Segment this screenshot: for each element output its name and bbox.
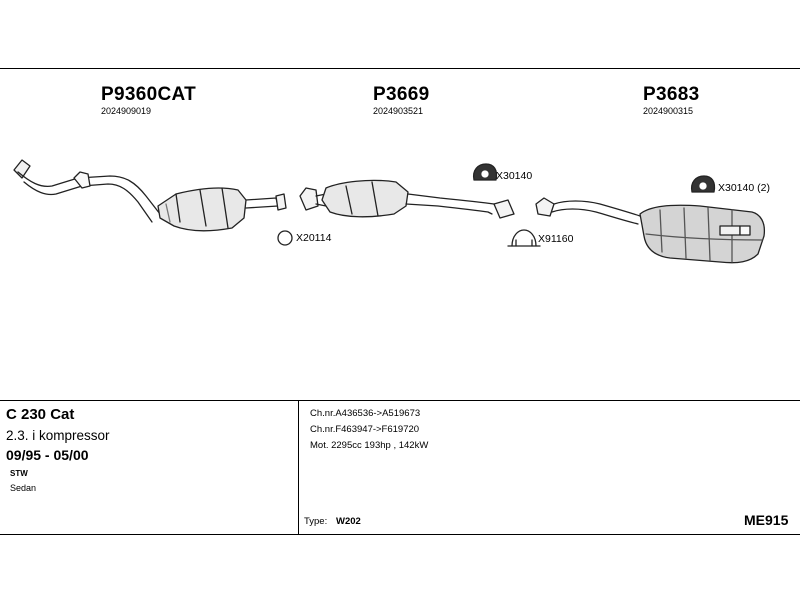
pipe-clamp-icon xyxy=(507,229,541,247)
gasket-ring-icon xyxy=(277,230,293,246)
diagram-frame xyxy=(0,68,800,535)
motor-spec: Mot. 2295cc 193hp , 142kW xyxy=(310,440,429,451)
exhaust-system-diagram xyxy=(13,159,766,264)
rear-muffler-part xyxy=(535,197,766,264)
vehicle-body-type: Sedan xyxy=(10,483,37,493)
part-code-rear: P3683 xyxy=(643,84,700,105)
front-pipe-catalyst-part xyxy=(13,159,287,232)
type-label: Type: xyxy=(304,516,328,527)
info-panel xyxy=(0,400,800,535)
accessory-label: X30140 (2) xyxy=(718,182,770,194)
part-code-front: P9360CAT xyxy=(101,84,196,105)
accessory-label: X91160 xyxy=(538,233,574,245)
part-code-middle: P3669 xyxy=(373,84,430,105)
chassis-range: Ch.nr.F463947->F619720 xyxy=(310,424,420,435)
accessory-label: X20114 xyxy=(296,232,332,244)
part-number-rear: 2024900315 xyxy=(643,106,694,116)
chassis-range: Ch.nr.A436536->A519673 xyxy=(310,408,421,419)
middle-silencer-part xyxy=(299,179,515,219)
accessory-label: X30140 xyxy=(496,170,533,182)
part-number-front: 2024909019 xyxy=(101,106,152,116)
vehicle-engine: 2.3. i kompressor xyxy=(6,428,110,443)
rubber-hanger-icon xyxy=(690,175,716,193)
rubber-hanger-icon xyxy=(472,163,498,181)
vehicle-model: C 230 Cat xyxy=(6,406,75,423)
vehicle-body-type: STW xyxy=(10,469,28,478)
part-number-middle: 2024903521 xyxy=(373,106,424,116)
vehicle-years: 09/95 - 05/00 xyxy=(6,447,89,463)
diagram-code: ME915 xyxy=(744,512,789,528)
panel-divider xyxy=(298,400,299,535)
type-value: W202 xyxy=(336,516,361,527)
